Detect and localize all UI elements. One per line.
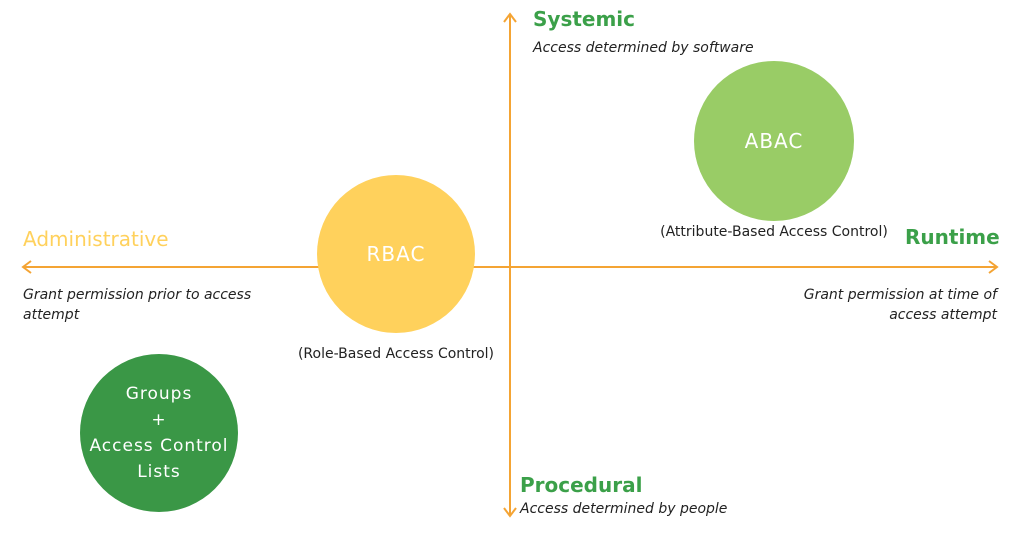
rbac-circle: RBAC — [317, 175, 475, 333]
runtime-desc: Grant permission at time of access attem… — [803, 287, 997, 323]
abac-caption: (Attribute-Based Access Control) — [660, 224, 888, 240]
abac-circle: ABAC — [694, 61, 854, 221]
groups-acl-circle: Groups + Access Control Lists — [80, 354, 238, 512]
administrative-desc: Grant permission prior to access attempt — [23, 287, 252, 323]
systemic-title: Systemic — [533, 7, 636, 31]
systemic-desc: Access determined by software — [533, 40, 754, 56]
procedural-title: Procedural — [520, 473, 643, 497]
left-arrowhead — [21, 260, 32, 274]
right-arrowhead — [988, 260, 999, 274]
groups-line-2: + — [151, 410, 167, 430]
top-arrowhead — [503, 12, 517, 23]
groups-line-1: Groups — [125, 384, 193, 404]
bottom-arrowhead — [503, 507, 517, 518]
administrative-title: Administrative — [23, 227, 169, 251]
abac-label: ABAC — [744, 129, 804, 153]
rbac-caption: (Role-Based Access Control) — [297, 346, 495, 362]
groups-line-3: Access Control — [89, 436, 229, 456]
rbac-label: RBAC — [366, 242, 426, 266]
runtime-title: Runtime — [905, 225, 1000, 249]
groups-line-4: Lists — [137, 462, 181, 482]
procedural-desc: Access determined by people — [520, 501, 728, 517]
